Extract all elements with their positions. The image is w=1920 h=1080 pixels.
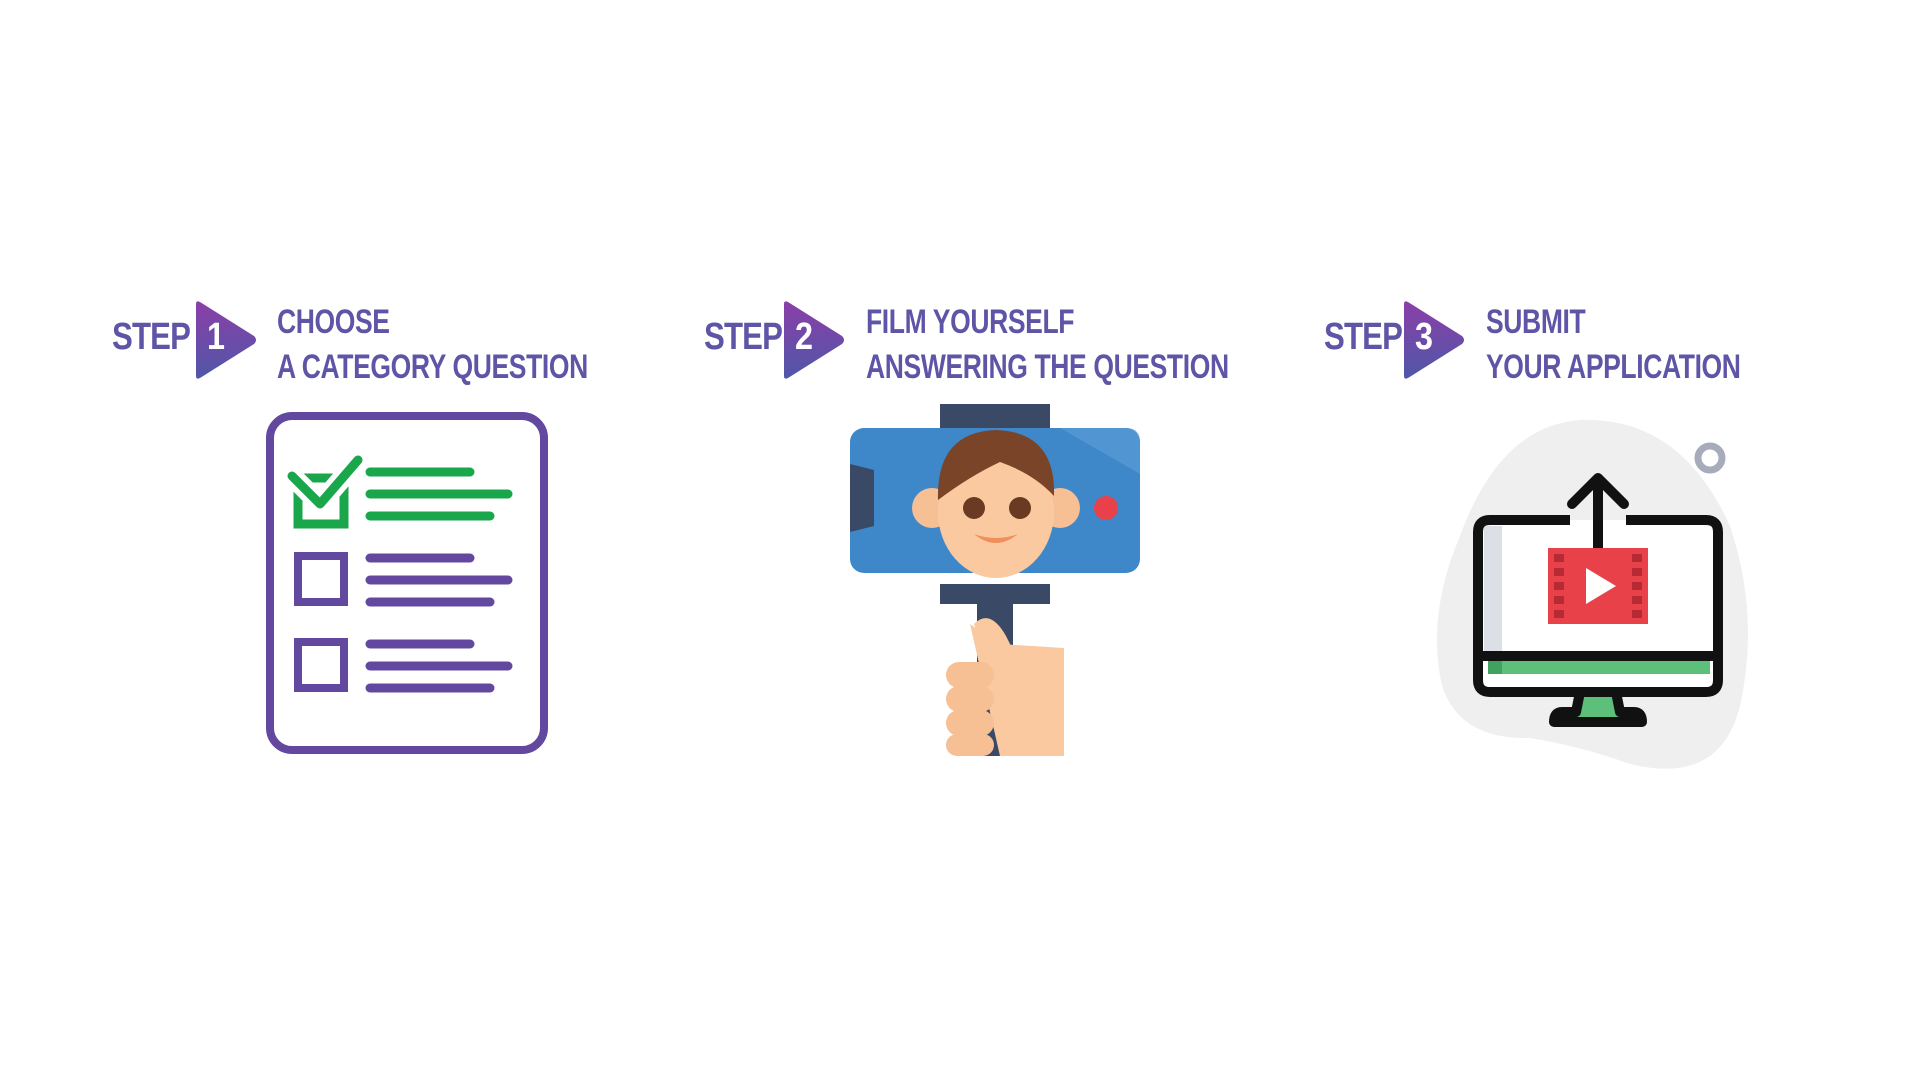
step-1-title-line2: A CATEGORY QUESTION (277, 348, 588, 386)
step-2-title: FILM YOURSELF ANSWERING THE QUESTION (866, 300, 1229, 390)
step-3-title: SUBMIT YOUR APPLICATION (1486, 300, 1741, 390)
step-2-title-line2: ANSWERING THE QUESTION (866, 348, 1229, 386)
step-1-play-arrow-icon (196, 301, 256, 379)
step-1-number: 1 (207, 316, 225, 358)
step-3-label: STEP (1324, 316, 1403, 358)
video-upload-monitor-icon (1436, 419, 1748, 769)
step-2-header: STEP 2 FILM YOURSELF ANSWERING THE QUEST… (704, 300, 1229, 386)
step-2-title-line1: FILM YOURSELF (866, 303, 1075, 341)
step-2-play-arrow-icon (784, 301, 844, 379)
step-1-label: STEP (112, 316, 191, 358)
step-2-number: 2 (795, 316, 813, 358)
step-3-number: 3 (1415, 316, 1433, 358)
step-3-title-line2: YOUR APPLICATION (1486, 348, 1741, 386)
step-2-label: STEP (704, 316, 783, 358)
step-1-title-line1: CHOOSE (277, 303, 390, 341)
step-1-header: STEP 1 CHOOSE A CATEGORY QUESTION (112, 300, 588, 386)
step-1-title: CHOOSE A CATEGORY QUESTION (277, 300, 588, 390)
step-3-header: STEP 3 SUBMIT YOUR APPLICATION (1324, 300, 1784, 386)
selfie-stick-phone-icon (850, 404, 1140, 756)
step-3-play-arrow-icon (1404, 301, 1464, 379)
step-3-title-line1: SUBMIT (1486, 303, 1586, 341)
checklist-icon (266, 412, 548, 754)
